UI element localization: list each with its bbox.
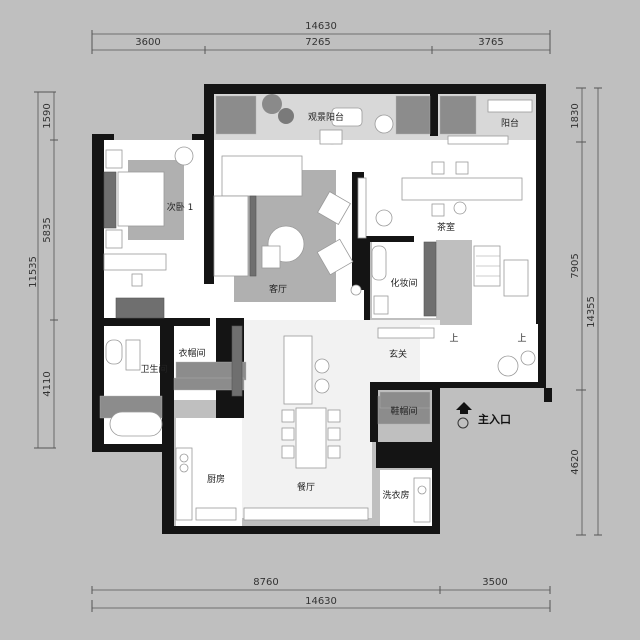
right-total-dimension: 14355 [586, 296, 597, 328]
stair-up-label-1: 上 [449, 333, 458, 344]
laundry [413, 477, 431, 523]
kitchen-label: 厨房 [207, 473, 225, 485]
main-entrance: 主入口 [456, 402, 511, 429]
bed-icon [117, 171, 165, 227]
bottom-dimensions: 8760 3500 14630 [91, 577, 551, 612]
shoe-room-label: 鞋帽间 [390, 405, 417, 417]
footprint-icon [457, 417, 469, 429]
bathroom [99, 339, 163, 437]
bedroom [103, 146, 194, 319]
dining-label: 餐厅 [297, 481, 315, 493]
left-dimensions: 11535 1590 5835 4110 [28, 91, 58, 449]
top-dimensions: 14630 3600 7265 3765 [91, 21, 551, 54]
vanity-label: 化妆间 [390, 277, 417, 289]
shoe-room [379, 391, 431, 409]
right-segment-1: 1830 [570, 103, 581, 128]
balcony-label: 阳台 [501, 117, 519, 129]
kitchen-island-icon [283, 335, 313, 405]
stairs: 上 上 [449, 245, 536, 377]
cloakroom-label: 衣帽间 [178, 347, 205, 359]
left-total-dimension: 11535 [28, 256, 39, 288]
left-segment-2: 5835 [42, 217, 53, 242]
left-segment-3: 4110 [42, 371, 53, 396]
living-room-label: 客厅 [269, 283, 287, 295]
tea-room [357, 161, 523, 239]
right-segment-2: 7905 [570, 253, 581, 278]
bathroom-label: 卫生间 [140, 363, 167, 375]
watermark: 壹品高级定制 [253, 304, 319, 318]
laundry-label: 洗衣房 [382, 489, 409, 501]
bottom-total-dimension: 14630 [305, 596, 337, 607]
bottom-segment-1: 8760 [253, 577, 278, 588]
tea-room-label: 茶室 [437, 221, 455, 233]
view-balcony [215, 94, 431, 145]
living-room [213, 129, 362, 302]
top-total-dimension: 14630 [305, 21, 337, 32]
stair-up-label-2: 上 [517, 333, 526, 344]
right-segment-3: 4620 [570, 449, 581, 474]
bottom-segment-2: 3500 [482, 577, 507, 588]
entrance-label: 主入口 [478, 412, 511, 426]
balcony [439, 95, 533, 145]
planter-icon [262, 94, 282, 114]
secondary-bedroom-label: 次卧 1 [167, 201, 194, 213]
room-labels: 观景阳台 阳台 次卧 1 客厅 茶室 化妆间 衣帽间 卫生间 玄关 鞋帽间 厨房… [140, 111, 519, 501]
dining [243, 335, 369, 521]
planter-icon [278, 108, 294, 124]
view-balcony-label: 观景阳台 [308, 111, 344, 123]
kitchen [175, 447, 237, 521]
right-dimensions: 1830 7905 4620 14355 [570, 87, 602, 536]
top-segment-1: 3600 [135, 37, 160, 48]
entrance-arrow-icon [456, 402, 472, 410]
left-segment-1: 1590 [42, 103, 53, 128]
foyer-label: 玄关 [389, 348, 407, 360]
top-segment-3: 3765 [478, 37, 503, 48]
vanity [371, 241, 437, 317]
cloakroom [173, 325, 247, 397]
top-segment-2: 7265 [305, 37, 330, 48]
